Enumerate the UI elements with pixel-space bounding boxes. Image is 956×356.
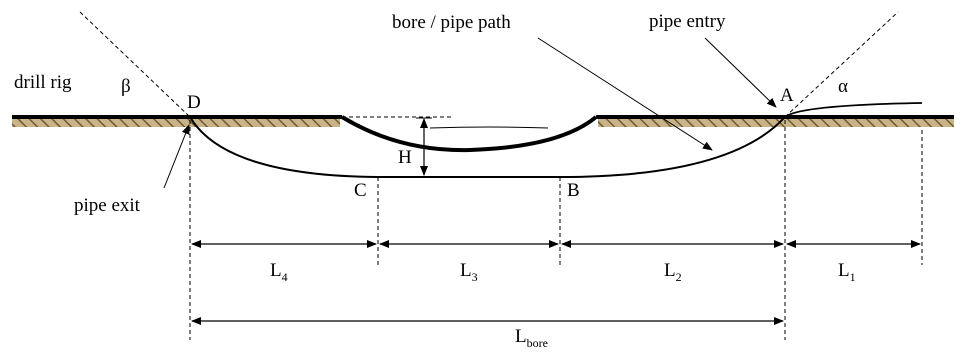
pipe-segment-right xyxy=(784,102,923,118)
beta-symbol: β xyxy=(121,76,131,97)
alpha-angle-line xyxy=(784,11,899,118)
bore-path-label: bore / pipe path xyxy=(392,12,511,33)
l4-label: L4 xyxy=(270,260,288,284)
lbore-label: Lbore xyxy=(515,326,548,350)
pipe-entry-label: pipe entry xyxy=(649,11,726,32)
point-a-label: A xyxy=(780,85,794,106)
point-d-label: D xyxy=(187,92,201,113)
water-surface-line xyxy=(429,126,549,129)
ground-hatch-left xyxy=(12,118,340,127)
point-c-label: C xyxy=(354,180,367,201)
l3-label: L3 xyxy=(460,260,478,284)
leader-bore-path xyxy=(537,37,713,151)
leader-pipe-entry xyxy=(704,37,777,108)
leader-pipe-exit xyxy=(163,124,190,189)
depth-h-label: H xyxy=(398,147,412,168)
beta-angle-line xyxy=(79,11,191,118)
pipe-exit-label: pipe exit xyxy=(74,195,141,216)
point-b-label: B xyxy=(567,180,580,201)
l2-label: L2 xyxy=(664,260,682,284)
ground-hatch-right xyxy=(598,118,954,127)
drill-rig-label: drill rig xyxy=(14,72,72,93)
alpha-symbol: α xyxy=(838,76,848,97)
depression-outline xyxy=(340,115,598,153)
l1-label: L1 xyxy=(838,260,856,284)
